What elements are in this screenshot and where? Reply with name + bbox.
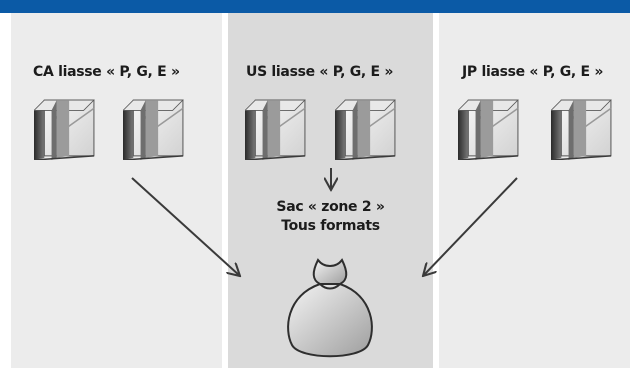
ca-bundle-label: CA liasse « P, G, E » bbox=[33, 64, 180, 80]
jp-bundle-envelope-2 bbox=[551, 99, 612, 160]
bag-title: Sac « zone 2 » bbox=[276, 199, 385, 215]
us-bundle-envelope-1 bbox=[245, 99, 306, 160]
ca-bundle-envelope-1 bbox=[34, 99, 95, 160]
bag-subtitle: Tous formats bbox=[281, 218, 380, 234]
zone-column-ca bbox=[11, 13, 222, 368]
us-bundle-label: US liasse « P, G, E » bbox=[246, 64, 394, 80]
arrow-ca-to-bag bbox=[131, 177, 240, 276]
arrow-jp-to-bag bbox=[423, 177, 518, 276]
us-bundle-envelope-2 bbox=[335, 99, 396, 160]
ca-bundle-envelope-2 bbox=[123, 99, 184, 160]
bag-icon bbox=[287, 258, 373, 358]
zone-column-jp bbox=[439, 13, 630, 368]
jp-bundle-envelope-1 bbox=[458, 99, 519, 160]
top-bar bbox=[0, 0, 630, 13]
jp-bundle-label: JP liasse « P, G, E » bbox=[462, 64, 604, 80]
